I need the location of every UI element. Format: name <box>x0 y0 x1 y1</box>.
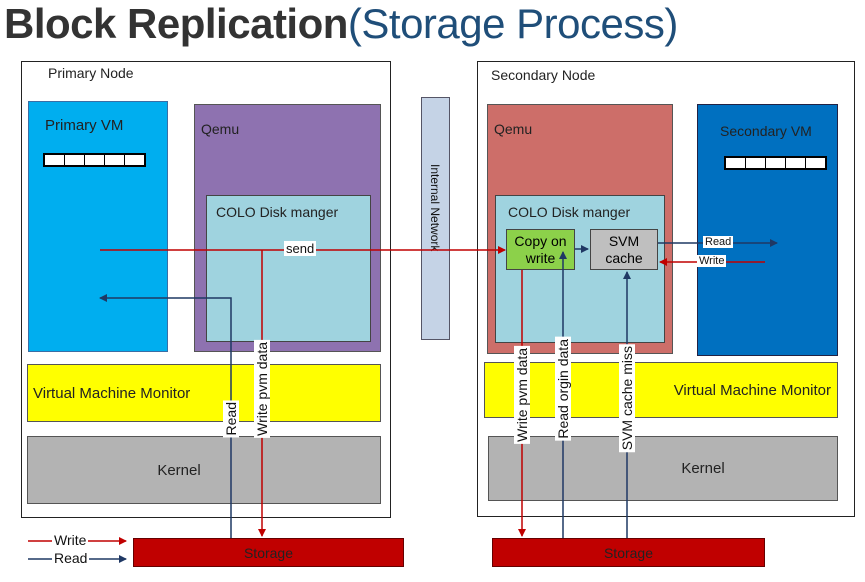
primary-write-label: Write pvm data <box>254 340 270 438</box>
secondary-node-label: Secondary Node <box>491 67 596 83</box>
secondary-vmm-label: Virtual Machine Monitor <box>673 381 831 399</box>
send-label: send <box>284 241 317 256</box>
secondary-vm: Secondary VM <box>697 104 838 356</box>
read-origin-label: Read orgin data <box>555 337 571 441</box>
primary-kernel: Kernel <box>27 436 381 504</box>
secondary-qemu-label: Qemu <box>494 121 533 137</box>
primary-storage: Storage <box>133 538 404 567</box>
secondary-write-label: Write pvm data <box>514 346 530 444</box>
svm-read-label: Read <box>703 236 734 248</box>
primary-vmm-label: Virtual Machine Monitor <box>33 384 191 402</box>
primary-storage-label: Storage <box>243 544 294 561</box>
svm-write-label: Write <box>697 255 727 267</box>
legend-read-label: Read <box>52 550 90 566</box>
cache-miss-label: SVM cache miss <box>619 344 635 453</box>
secondary-storage: Storage <box>492 538 765 567</box>
secondary-kernel: Kernel <box>488 436 838 501</box>
primary-read-arrow <box>99 294 232 538</box>
svm-cache-label: SVM cache <box>605 232 643 266</box>
internal-network: Internal Network <box>421 97 450 340</box>
primary-vm: Primary VM <box>28 101 168 352</box>
primary-vmm: Virtual Machine Monitor <box>27 364 381 422</box>
secondary-vm-label: Secondary VM <box>720 123 812 139</box>
primary-vm-label: Primary VM <box>45 117 124 134</box>
copy-on-write-label: Copy on write <box>514 232 567 266</box>
copy-on-write: Copy on write <box>506 229 575 270</box>
internal-network-label: Internal Network <box>428 164 442 252</box>
secondary-vmm: Virtual Machine Monitor <box>484 362 838 418</box>
primary-disk-manager-label: COLO Disk manger <box>216 204 339 220</box>
primary-node-label: Primary Node <box>48 65 134 81</box>
svm-cache: SVM cache <box>590 229 658 270</box>
secondary-storage-label: Storage <box>603 544 654 561</box>
legend-write-label: Write <box>52 532 89 548</box>
primary-kernel-label: Kernel <box>157 461 201 479</box>
primary-disk-manager: COLO Disk manger <box>206 195 371 342</box>
primary-read-label: Read <box>223 400 239 438</box>
primary-qemu-label: Qemu <box>201 121 240 137</box>
title-main: Block Replication <box>4 0 348 47</box>
title-subtitle: (Storage Process) <box>347 0 678 47</box>
page-title: Block Replication(Storage Process) <box>4 0 678 50</box>
secondary-vm-queue <box>724 156 827 170</box>
secondary-kernel-label: Kernel <box>681 460 725 477</box>
secondary-disk-manager-label: COLO Disk manger <box>508 204 631 220</box>
primary-vm-queue <box>43 153 146 167</box>
